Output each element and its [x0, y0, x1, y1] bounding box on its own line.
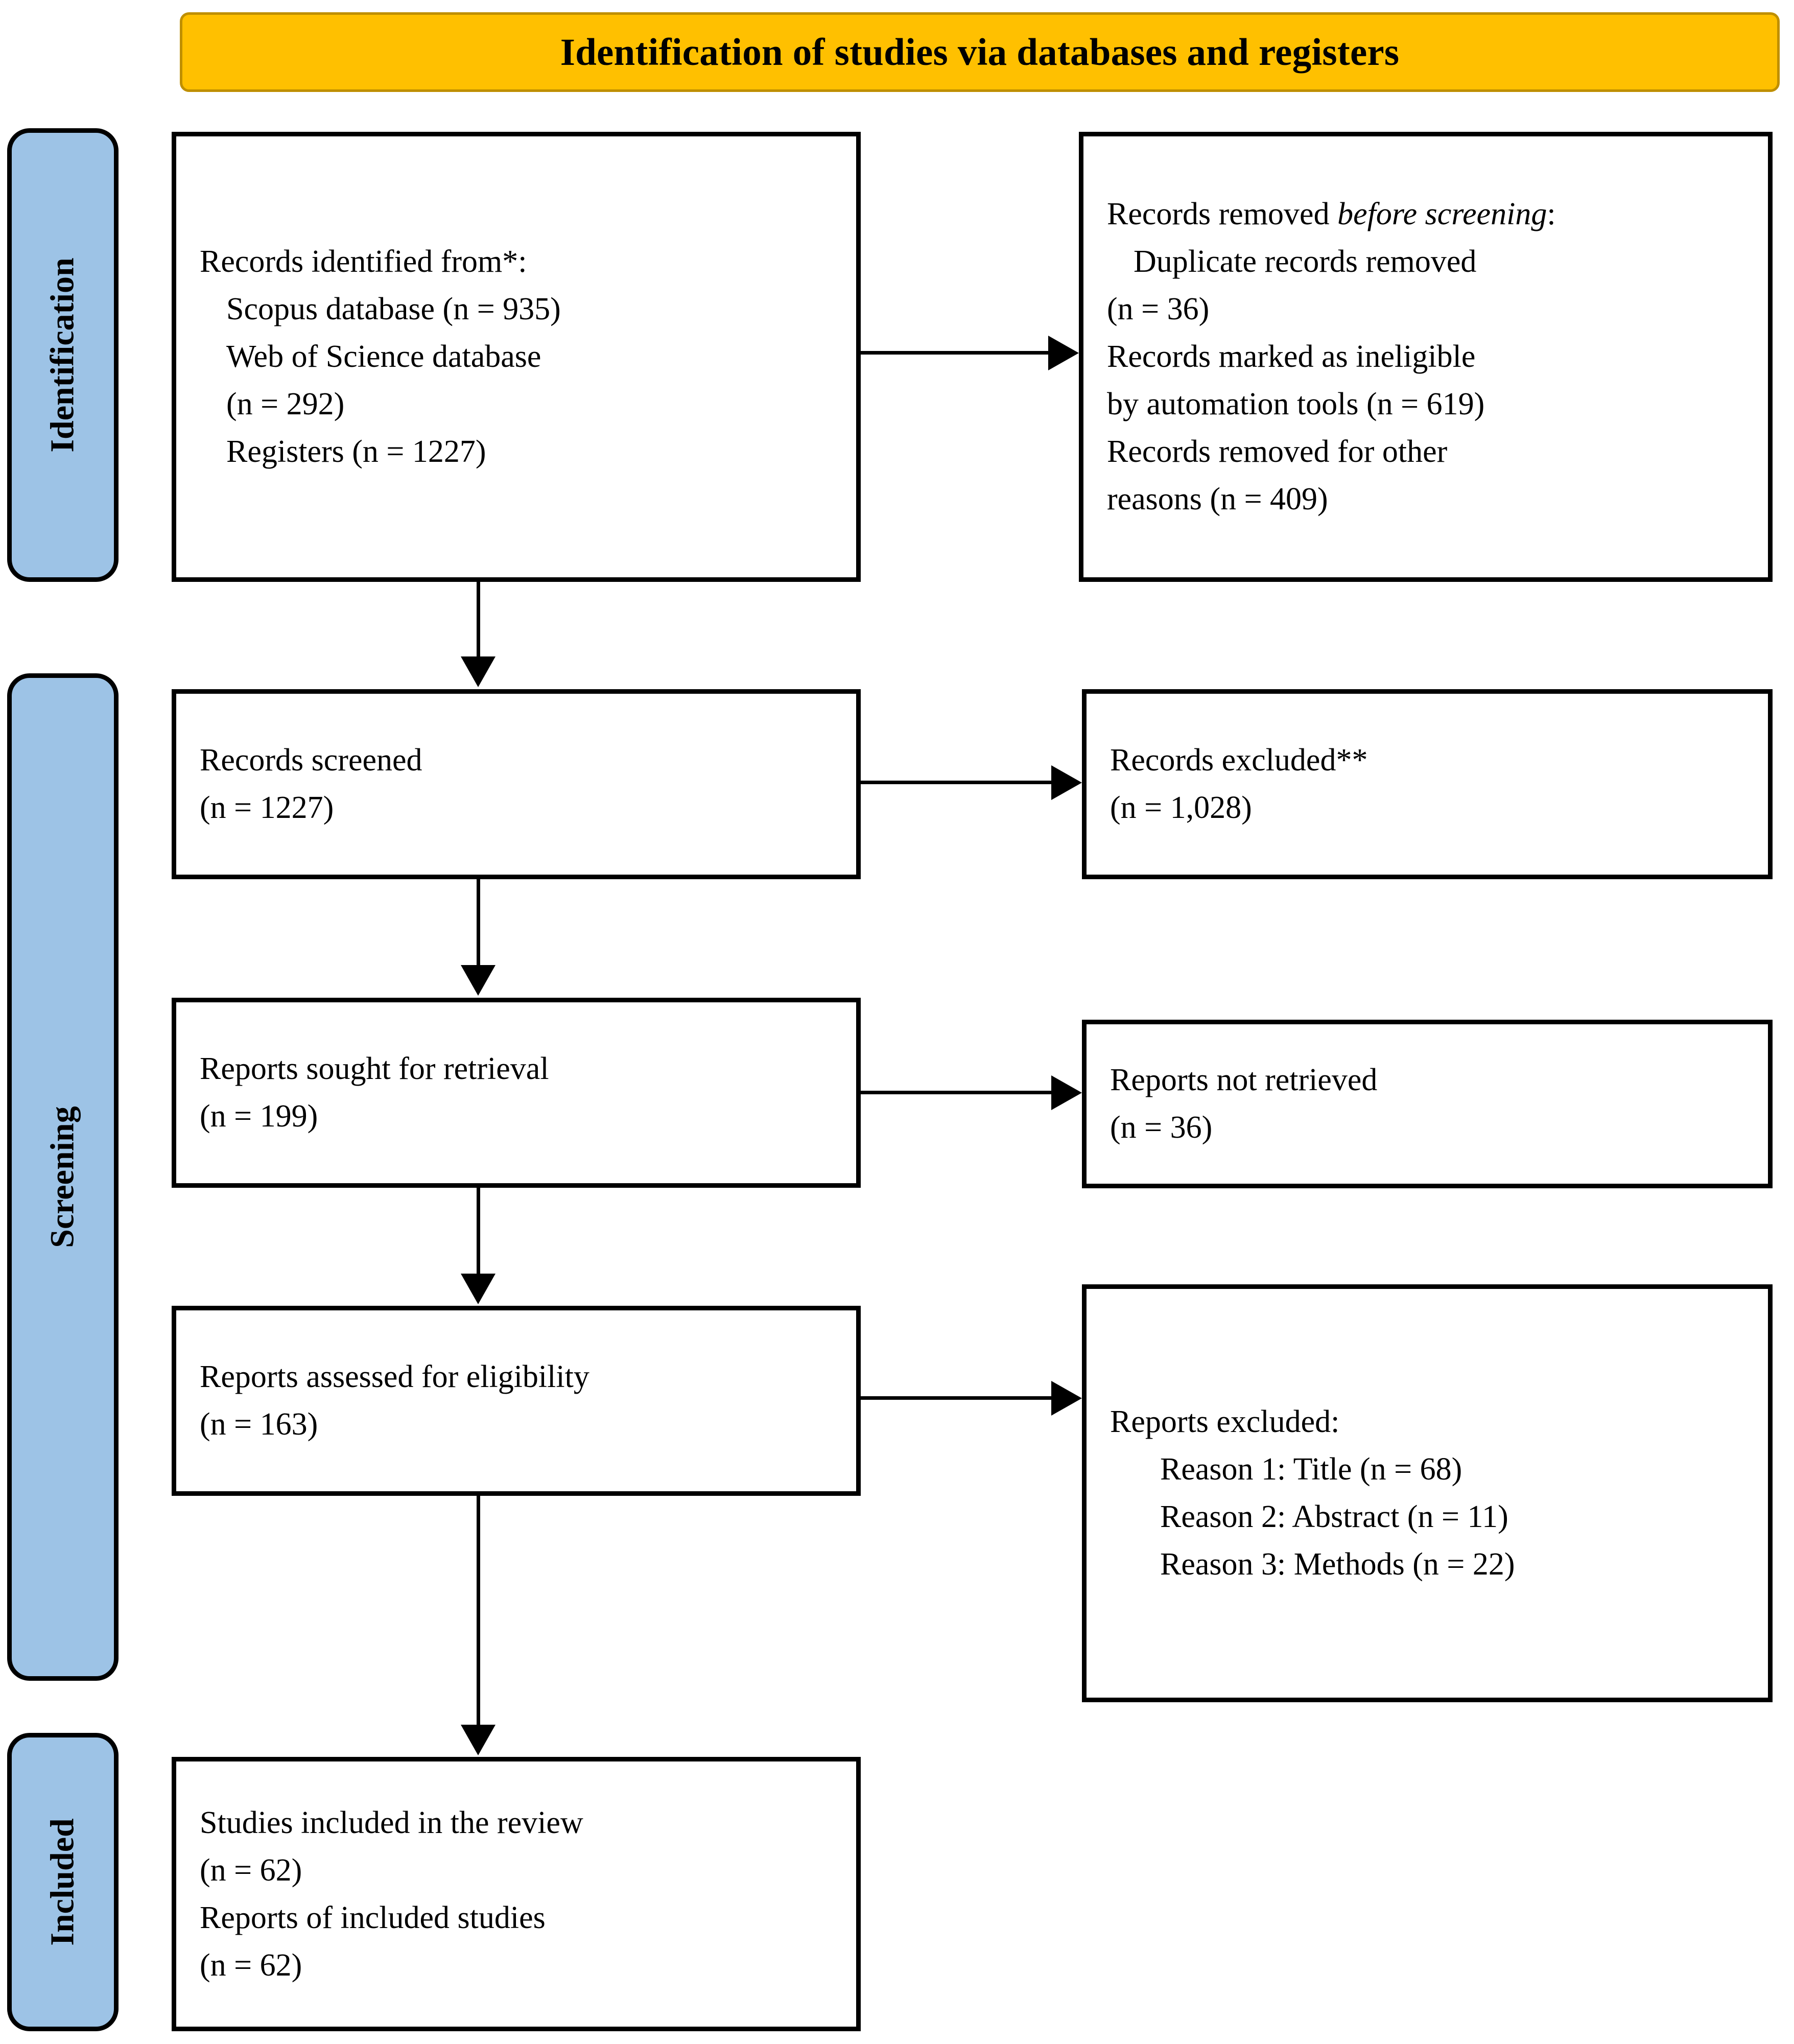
records-identified-heading: Records identified from*:: [200, 244, 527, 279]
box-reports-excluded: Reports excluded: Reason 1: Title (n = 6…: [1082, 1284, 1773, 1702]
box-records-removed-before-screening: Records removed before screening: Duplic…: [1079, 132, 1773, 582]
reports-assessed-label: Reports assessed for eligibility: [200, 1359, 589, 1394]
reports-excluded-reason-1: Reason 1: Title (n = 68): [1160, 1452, 1462, 1487]
box-records-screened: Records screened (n = 1227): [172, 689, 861, 879]
arrowhead-down-to-assessed: [461, 1274, 495, 1304]
connector-identified-to-removed: [861, 351, 1052, 355]
records-excluded-count: (n = 1,028): [1110, 790, 1252, 825]
records-removed-heading-pre: Records removed: [1107, 197, 1338, 231]
stage-label-screening-text: Screening: [44, 1106, 82, 1248]
box-studies-included: Studies included in the review (n = 62) …: [172, 1757, 861, 2031]
records-excluded-label: Records excluded**: [1110, 743, 1368, 778]
box-reports-assessed-for-eligibility: Reports assessed for eligibility (n = 16…: [172, 1306, 861, 1496]
reports-included-label: Reports of included studies: [200, 1900, 546, 1935]
box-reports-not-retrieved: Reports not retrieved (n = 36): [1082, 1020, 1773, 1188]
connector-assessed-to-reports-excluded: [861, 1396, 1055, 1400]
diagram-header-banner: Identification of studies via databases …: [180, 12, 1780, 92]
arrowhead-down-to-screened: [461, 656, 495, 687]
box-reports-sought-for-retrieval: Reports sought for retrieval (n = 199): [172, 998, 861, 1188]
studies-included-label: Studies included in the review: [200, 1805, 583, 1840]
records-removed-heading-post: :: [1547, 197, 1556, 231]
arrowhead-right-to-removed: [1048, 336, 1079, 370]
records-identified-wos: Web of Science database: [226, 339, 541, 374]
records-removed-ineligible: Records marked as ineligible: [1107, 339, 1476, 374]
records-removed-heading-italic: before screening: [1337, 197, 1547, 231]
arrowhead-down-to-sought: [461, 965, 495, 996]
reports-sought-count: (n = 199): [200, 1099, 318, 1134]
reports-assessed-count: (n = 163): [200, 1407, 318, 1442]
connector-assessed-to-included: [477, 1496, 480, 1726]
records-identified-registers: Registers (n = 1227): [226, 434, 486, 469]
connector-screened-to-excluded: [861, 781, 1055, 784]
reports-excluded-reason-2: Reason 2: Abstract (n = 11): [1160, 1499, 1508, 1534]
records-screened-count: (n = 1227): [200, 790, 334, 825]
connector-sought-to-assessed: [477, 1188, 480, 1275]
reports-included-count: (n = 62): [200, 1947, 302, 1983]
records-identified-scopus: Scopus database (n = 935): [226, 292, 561, 326]
records-removed-other: Records removed for other: [1107, 434, 1448, 469]
stage-label-screening: Screening: [7, 673, 119, 1681]
arrowhead-right-to-reports-excluded: [1051, 1381, 1082, 1416]
box-records-excluded: Records excluded** (n = 1,028): [1082, 689, 1773, 879]
records-identified-wos-count: (n = 292): [226, 387, 345, 421]
diagram-title: Identification of studies via databases …: [560, 31, 1400, 74]
box-records-identified: Records identified from*: Scopus databas…: [172, 132, 861, 582]
records-screened-label: Records screened: [200, 743, 422, 778]
connector-sought-to-not-retrieved: [861, 1091, 1055, 1094]
arrowhead-right-to-excluded: [1051, 765, 1082, 800]
arrowhead-down-to-included: [461, 1725, 495, 1755]
stage-label-identification: Identification: [7, 128, 119, 582]
connector-identified-to-screened: [477, 582, 480, 659]
records-removed-automation: by automation tools (n = 619): [1107, 387, 1485, 421]
records-removed-duplicates-count: (n = 36): [1107, 292, 1210, 326]
studies-included-count: (n = 62): [200, 1852, 302, 1888]
stage-label-identification-text: Identification: [44, 257, 81, 453]
arrowhead-right-to-not-retrieved: [1051, 1075, 1082, 1110]
reports-not-retrieved-label: Reports not retrieved: [1110, 1063, 1378, 1097]
records-removed-heading: Records removed before screening:: [1107, 191, 1744, 238]
stage-label-included-text: Included: [44, 1818, 81, 1946]
reports-excluded-reason-3: Reason 3: Methods (n = 22): [1160, 1547, 1515, 1582]
reports-sought-label: Reports sought for retrieval: [200, 1051, 549, 1086]
records-removed-other-count: reasons (n = 409): [1107, 482, 1328, 516]
stage-label-included: Included: [7, 1733, 119, 2031]
reports-excluded-heading: Reports excluded:: [1110, 1404, 1340, 1439]
records-removed-duplicates: Duplicate records removed: [1134, 244, 1477, 279]
reports-not-retrieved-count: (n = 36): [1110, 1110, 1213, 1145]
connector-screened-to-sought: [477, 879, 480, 966]
